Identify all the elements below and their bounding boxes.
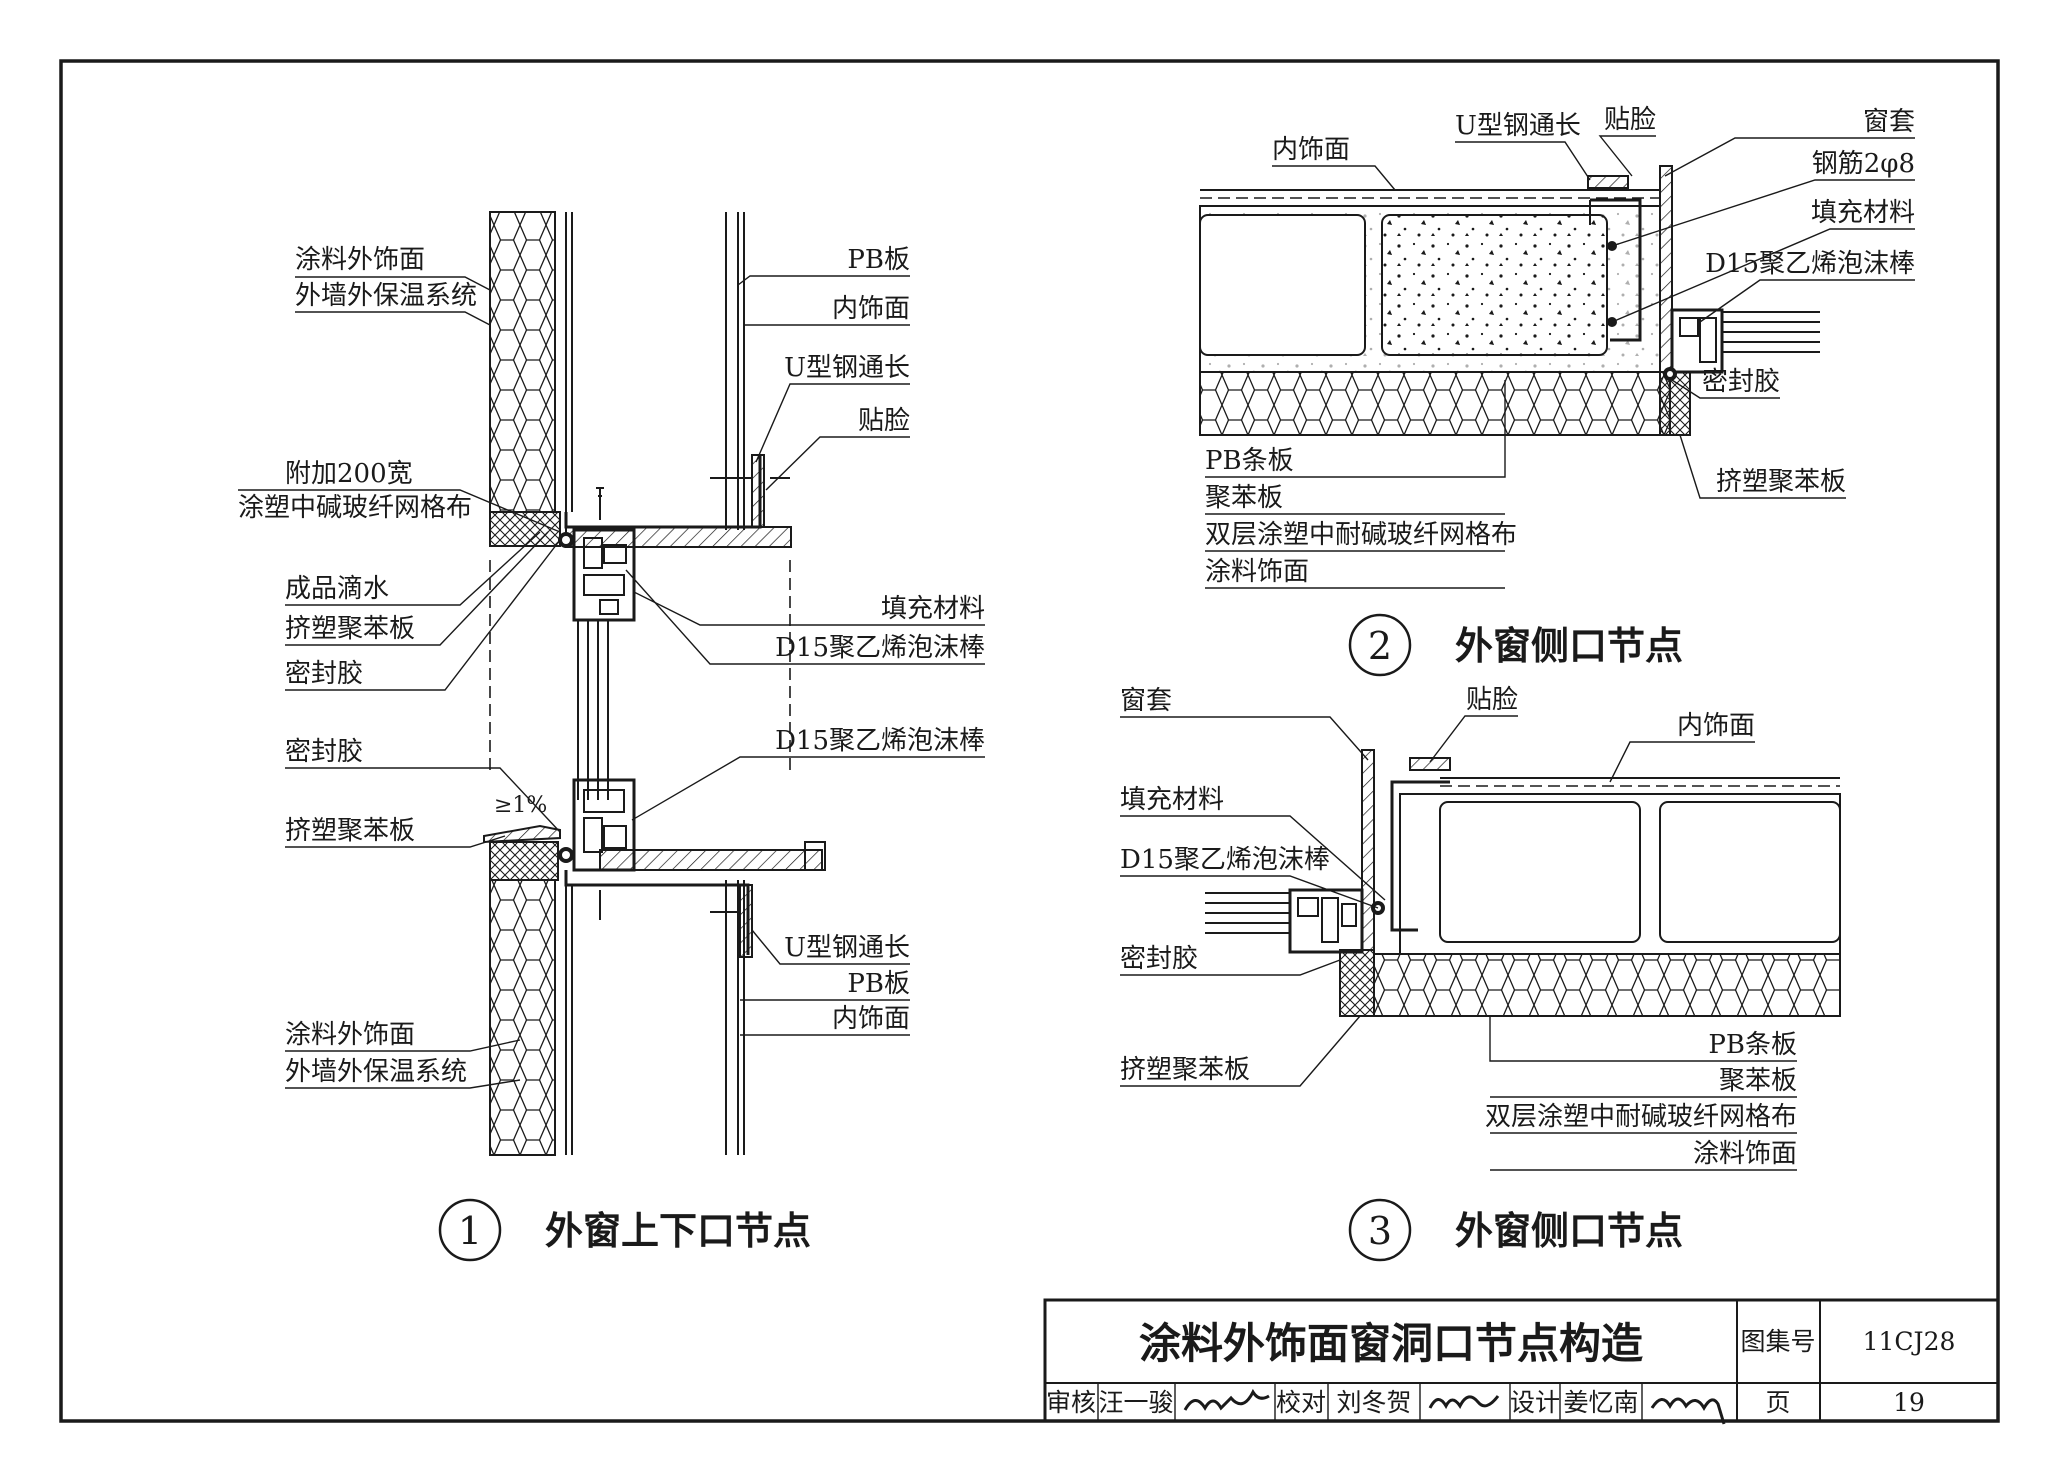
label-xps: 挤塑聚苯板 [285, 614, 415, 644]
label-trim: 贴脸 [858, 406, 910, 436]
d3-label-casing: 窗套 [1120, 686, 1172, 716]
designer-name: 姜忆南 [1563, 1388, 1638, 1417]
label-coating: 涂料外饰面 [295, 245, 425, 275]
d2-label-trim: 贴脸 [1604, 105, 1656, 135]
d3-label-trim: 贴脸 [1466, 685, 1518, 715]
label-drip: 成品滴水 [285, 574, 389, 604]
detail-1-caption-text: 外窗上下口节点 [545, 1209, 811, 1253]
d2-label-rebar: 钢筋2φ8 [1812, 149, 1915, 179]
label-mesh-200b: 涂塑中碱玻纤网格布 [238, 493, 472, 523]
detail-3-caption-text: 外窗侧口节点 [1455, 1209, 1683, 1253]
d3-label-xps: 挤塑聚苯板 [1120, 1055, 1250, 1085]
detail-2-caption-text: 外窗侧口节点 [1455, 624, 1683, 668]
label-foam-rod-2: D15聚乙烯泡沫棒 [775, 726, 985, 756]
label-pb: PB板 [847, 245, 910, 275]
label-ext-insulation-2: 外墙外保温系统 [285, 1057, 467, 1087]
detail-1-caption: 1 外窗上下口节点 [438, 1198, 811, 1262]
page-label: 页 [1765, 1388, 1790, 1417]
check-label: 校对 [1276, 1388, 1326, 1417]
label-ext-insulation: 外墙外保温系统 [295, 281, 477, 311]
label-u-steel: U型钢通长 [784, 353, 910, 383]
d2-label-eps: 聚苯板 [1205, 483, 1283, 513]
detail-2-labels: 内饰面 U型钢通长 贴脸 窗套 钢筋2φ8 填充材料 D15聚乙烯泡沫棒 密封胶… [1205, 105, 1915, 587]
d2-label-casing: 窗套 [1863, 107, 1915, 137]
detail-3-number: 3 [1368, 1209, 1392, 1253]
label-inner: 内饰面 [832, 294, 910, 324]
d3-label-mesh: 双层涂塑中耐碱玻纤网格布 [1485, 1102, 1797, 1132]
detail-3-caption: 3 外窗侧口节点 [1348, 1198, 1683, 1262]
review-label: 审核 [1046, 1388, 1096, 1417]
label-mesh-200: 附加200宽 [285, 459, 413, 489]
d3-label-coating: 涂料饰面 [1693, 1139, 1797, 1169]
reviewer-name: 汪一骏 [1098, 1388, 1173, 1417]
detail-2-caption: 2 外窗侧口节点 [1348, 613, 1683, 677]
d2-label-filler: 填充材料 [1811, 198, 1915, 228]
d3-label-pb-strip: PB条板 [1708, 1030, 1797, 1060]
d2-label-mesh: 双层涂塑中耐碱玻纤网格布 [1205, 520, 1517, 550]
design-label: 设计 [1510, 1388, 1560, 1417]
designer-signature [1650, 1397, 1726, 1425]
detail-1-labels: 涂料外饰面 外墙外保温系统 附加200宽 涂塑中碱玻纤网格布 成品滴水 挤塑聚苯… [238, 245, 985, 1087]
d2-label-sealant: 密封胶 [1702, 367, 1780, 397]
label-filler: 填充材料 [881, 594, 985, 624]
title-block: 涂料外饰面窗洞口节点构造 图集号 11CJ28 审核 汪一骏 校对 刘冬贺 设计… [1043, 1298, 2000, 1425]
d2-label-coating: 涂料饰面 [1205, 557, 1309, 587]
d2-label-foam-rod: D15聚乙烯泡沫棒 [1705, 249, 1915, 279]
detail-2-drawing [1199, 135, 1915, 589]
d2-label-u-steel: U型钢通长 [1455, 111, 1581, 141]
d3-label-eps: 聚苯板 [1719, 1066, 1797, 1096]
sheet-title: 涂料外饰面窗洞口节点构造 [1139, 1319, 1643, 1368]
d3-label-sealant: 密封胶 [1120, 944, 1198, 974]
label-slope: ≥1% [494, 793, 547, 818]
label-sealant-2: 密封胶 [285, 737, 363, 767]
checker-signature [1428, 1395, 1500, 1410]
detail-1-drawing [238, 211, 985, 1156]
checker-name: 刘冬贺 [1336, 1388, 1411, 1417]
d2-label-pb-strip: PB条板 [1205, 446, 1294, 476]
d3-label-filler: 填充材料 [1120, 785, 1224, 815]
label-foam-rod: D15聚乙烯泡沫棒 [775, 633, 985, 663]
label-u-steel-2: U型钢通长 [784, 933, 910, 963]
detail-3-labels: 窗套 贴脸 内饰面 填充材料 D15聚乙烯泡沫棒 密封胶 挤塑聚苯板 PB条板 … [1120, 685, 1797, 1169]
label-xps-2: 挤塑聚苯板 [285, 816, 415, 846]
d2-label-inner: 内饰面 [1272, 135, 1350, 165]
atlas-label: 图集号 [1740, 1327, 1815, 1356]
d3-label-foam-rod: D15聚乙烯泡沫棒 [1120, 845, 1330, 875]
label-inner-2: 内饰面 [832, 1004, 910, 1034]
label-coating-2: 涂料外饰面 [285, 1020, 415, 1050]
detail-3-drawing [1120, 715, 1841, 1171]
atlas-number: 11CJ28 [1863, 1327, 1956, 1356]
page-number: 19 [1893, 1388, 1925, 1417]
d2-label-xps: 挤塑聚苯板 [1716, 467, 1846, 497]
d3-label-inner: 内饰面 [1677, 711, 1755, 741]
sheet-border [59, 59, 2000, 1423]
label-sealant: 密封胶 [285, 659, 363, 689]
detail-2-number: 2 [1368, 624, 1392, 668]
label-pb-2: PB板 [847, 969, 910, 999]
detail-1-number: 1 [458, 1209, 482, 1253]
reviewer-signature [1183, 1388, 1270, 1411]
